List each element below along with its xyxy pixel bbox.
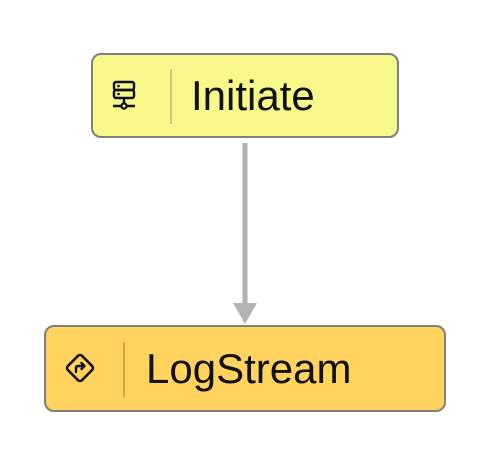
- edge-arrowhead: [233, 303, 257, 324]
- node-logstream[interactable]: LogStream: [44, 325, 446, 412]
- node-initiate[interactable]: Initiate: [91, 53, 399, 138]
- edge-initiate-to-logstream: [233, 143, 257, 324]
- server-icon: [109, 79, 141, 111]
- node-divider: [170, 69, 172, 124]
- node-divider: [123, 342, 125, 397]
- node-label: Initiate: [191, 72, 315, 119]
- route-sign-icon: [64, 352, 96, 384]
- node-label: LogStream: [146, 345, 352, 392]
